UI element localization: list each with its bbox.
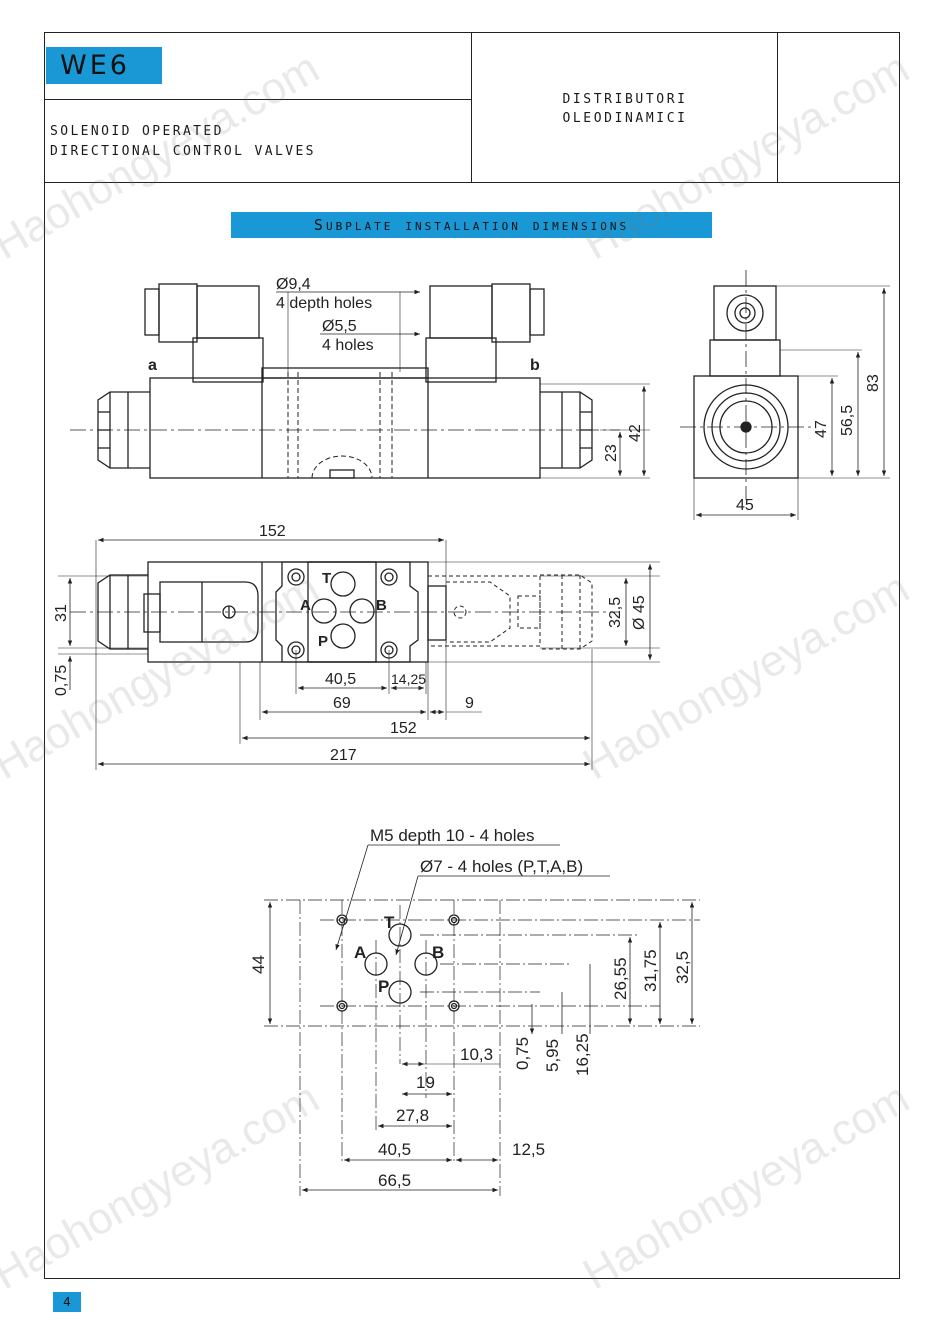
front-note-small-dia: Ø5,5 xyxy=(322,318,357,335)
subtitle-en-line1: SOLENOID OPERATED xyxy=(50,124,224,139)
subtitle-it-line2: OLEODINAMICI xyxy=(562,111,688,126)
top-dim-0-75: 0,75 xyxy=(53,665,70,696)
subplate-port-p: P xyxy=(378,977,389,996)
solenoid-label-b: b xyxy=(530,357,540,374)
top-dim-69: 69 xyxy=(333,695,351,712)
top-dim-32-5: 32,5 xyxy=(607,597,624,628)
front-view xyxy=(70,283,650,479)
front-note-hole-depth: 4 depth holes xyxy=(276,295,372,312)
top-dim-217: 217 xyxy=(330,747,357,764)
model-badge: WE6 xyxy=(46,47,162,84)
subplate-note-dia7: Ø7 - 4 holes (P,T,A,B) xyxy=(420,857,583,876)
subplate-dim-12-5: 12,5 xyxy=(512,1140,545,1159)
header-middle-cell xyxy=(472,32,778,183)
side-dim-56-5: 56,5 xyxy=(839,405,856,436)
subtitle-en-line2: DIRECTIONAL CONTROL VALVES xyxy=(50,144,316,159)
front-note-small-holes: 4 holes xyxy=(322,337,374,354)
subplate-dim-66-5: 66,5 xyxy=(378,1171,411,1190)
subplate-dim-32-5: 32,5 xyxy=(673,951,692,984)
subplate-pattern xyxy=(264,844,700,1196)
solenoid-label-a: a xyxy=(148,357,157,374)
side-dim-83: 83 xyxy=(865,374,882,392)
top-view xyxy=(58,537,660,770)
header-right-cell xyxy=(778,32,900,183)
side-view xyxy=(680,270,890,520)
top-port-b: B xyxy=(376,597,387,614)
subplate-port-t: T xyxy=(384,913,395,932)
top-dim-40-5: 40,5 xyxy=(325,671,356,688)
page-number: 4 xyxy=(53,1292,81,1312)
top-port-a: A xyxy=(300,597,311,614)
front-note-hole-dia: Ø9,4 xyxy=(276,276,311,293)
subplate-dim-16-25: 16,25 xyxy=(573,1033,592,1076)
subplate-dim-5-95: 5,95 xyxy=(543,1039,562,1072)
top-dim-31: 31 xyxy=(53,604,70,622)
section-title: Subplate installation dimensions xyxy=(231,212,712,238)
subplate-dim-31-75: 31,75 xyxy=(641,949,660,992)
header-divider xyxy=(44,99,472,100)
side-dim-45: 45 xyxy=(736,497,754,514)
subplate-dim-0-75: 0,75 xyxy=(513,1037,532,1070)
subplate-note-m5: M5 depth 10 - 4 holes xyxy=(370,826,534,845)
subtitle-italian: DISTRIBUTORI OLEODINAMICI xyxy=(472,90,778,128)
top-port-p: P xyxy=(318,633,328,650)
top-dim-14-25: 14,25 xyxy=(391,671,426,687)
top-dim-152-top: 152 xyxy=(259,523,286,540)
top-port-t: T xyxy=(322,570,331,587)
subplate-dim-19: 19 xyxy=(416,1073,435,1092)
subplate-port-b: B xyxy=(432,943,444,962)
subplate-dim-26-55: 26,55 xyxy=(611,957,630,1000)
subplate-port-a: A xyxy=(354,943,366,962)
top-dim-9: 9 xyxy=(465,695,474,712)
subplate-dim-10-3: 10,3 xyxy=(460,1045,493,1064)
subplate-dim-27-8: 27,8 xyxy=(396,1106,429,1125)
front-dim-42: 42 xyxy=(627,424,644,442)
side-dim-47: 47 xyxy=(813,420,830,438)
page-frame xyxy=(44,32,900,1279)
header-left-cell xyxy=(44,32,472,183)
top-dim-152-bottom: 152 xyxy=(390,720,417,737)
subtitle-english: SOLENOID OPERATED DIRECTIONAL CONTROL VA… xyxy=(50,122,316,162)
top-dim-dia45: Ø 45 xyxy=(631,595,648,630)
subplate-dim-44: 44 xyxy=(249,955,268,974)
subtitle-it-line1: DISTRIBUTORI xyxy=(562,92,688,107)
front-dim-23: 23 xyxy=(603,444,620,462)
subplate-dim-40-5: 40,5 xyxy=(378,1140,411,1159)
